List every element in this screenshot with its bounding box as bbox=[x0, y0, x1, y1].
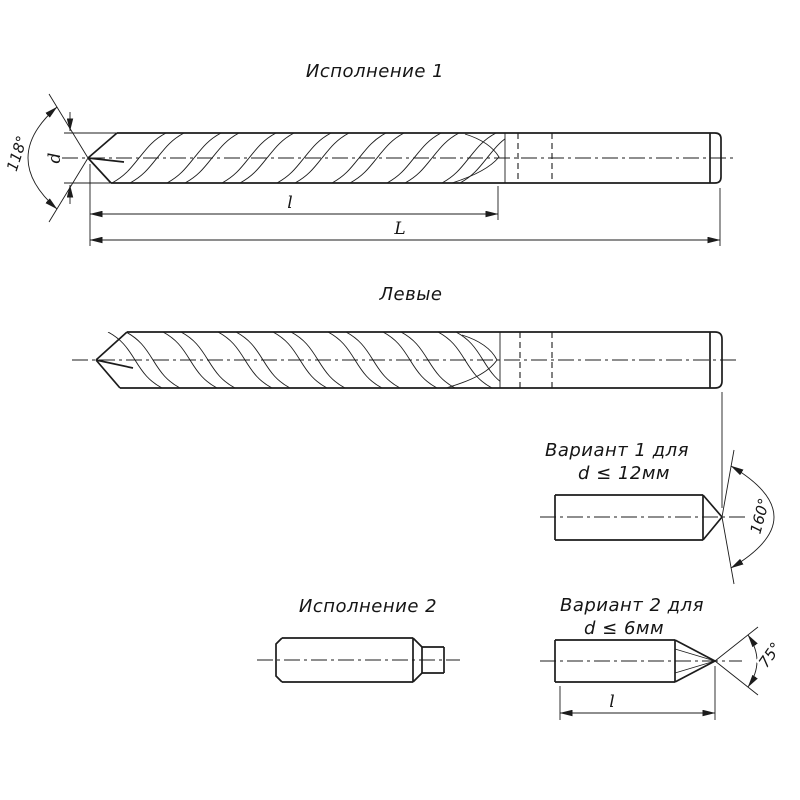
extension-line bbox=[64, 132, 117, 184]
angle-arc bbox=[27, 106, 58, 210]
label-point-angle: 118° bbox=[3, 133, 31, 173]
flute-curve bbox=[294, 133, 350, 183]
blank-step-chamfer bbox=[412, 637, 423, 683]
angle-arc bbox=[730, 465, 775, 569]
flute-curve bbox=[217, 332, 273, 388]
flute-length-dimension: l bbox=[89, 164, 499, 246]
label-variant2-angle: 75° bbox=[755, 639, 785, 671]
flute-curve bbox=[331, 133, 387, 183]
flute-curve bbox=[235, 332, 291, 388]
overall-length-dimension: L bbox=[89, 188, 721, 246]
subtitle-variant2: d ≤ 6мм bbox=[584, 618, 664, 639]
flute-curve bbox=[327, 332, 383, 388]
drill-left-hand-drawing bbox=[72, 331, 737, 508]
flute-curve bbox=[184, 133, 240, 183]
flute-curve bbox=[290, 332, 346, 388]
blank-neck bbox=[421, 646, 445, 674]
angle-leg bbox=[721, 449, 735, 585]
flute-curve bbox=[441, 133, 497, 183]
flute-curve bbox=[386, 133, 442, 183]
drill-tip bbox=[95, 331, 134, 389]
flute-curve bbox=[239, 133, 295, 183]
flute-curve bbox=[455, 332, 500, 382]
blank-body-outline bbox=[282, 637, 413, 683]
subtitle-variant1: d ≤ 12мм bbox=[578, 463, 670, 484]
point-body-outline bbox=[554, 639, 676, 683]
title-variant2: Вариант 2 для bbox=[560, 595, 704, 616]
label-flute-length: l bbox=[287, 193, 292, 213]
flute-curve bbox=[404, 133, 460, 183]
flute-curve bbox=[221, 133, 277, 183]
blank-left-chamfer bbox=[275, 637, 283, 683]
variant2-length-dimension: l bbox=[559, 666, 716, 720]
flute-curve bbox=[272, 332, 328, 388]
title-version1: Исполнение 1 bbox=[306, 61, 444, 82]
point-angle-dimension: 118° bbox=[1, 93, 89, 223]
flute-curve bbox=[349, 133, 405, 183]
point-facet-line bbox=[674, 648, 716, 674]
flute-curve bbox=[129, 133, 185, 183]
angle-arc bbox=[747, 634, 758, 688]
drill-version1-drawing bbox=[62, 132, 737, 184]
label-variant2-length: l bbox=[609, 692, 614, 712]
label-diameter: d bbox=[45, 152, 65, 163]
variant2-section: Вариант 2 для d ≤ 6мм 75° l bbox=[540, 595, 787, 720]
shank-body-outline bbox=[554, 494, 704, 541]
shank-cone bbox=[702, 494, 724, 541]
drill-tip bbox=[87, 132, 125, 184]
flute-curve bbox=[400, 332, 456, 388]
label-overall-length: L bbox=[393, 219, 405, 239]
angle-leg bbox=[714, 626, 759, 696]
flute-curve bbox=[345, 332, 401, 388]
flute-curve bbox=[125, 332, 181, 388]
diameter-dimension: d bbox=[45, 112, 117, 204]
title-left-hand: Левые bbox=[378, 284, 442, 305]
flute-curve bbox=[276, 133, 332, 183]
flute-curve bbox=[111, 133, 167, 183]
flute-curve bbox=[107, 332, 163, 388]
title-version2: Исполнение 2 bbox=[299, 596, 437, 617]
flute-curve bbox=[180, 332, 236, 388]
title-variant1: Вариант 1 для bbox=[545, 440, 689, 461]
end-cap bbox=[710, 331, 723, 389]
label-variant1-angle: 160° bbox=[747, 496, 774, 536]
flute-curves bbox=[107, 332, 500, 388]
flute-curves bbox=[111, 133, 505, 183]
flute-curve bbox=[162, 332, 218, 388]
end-cap bbox=[710, 132, 722, 184]
flute-curve bbox=[437, 332, 493, 388]
variant1-section: Вариант 1 для d ≤ 12мм 160° bbox=[540, 440, 776, 585]
flute-curve bbox=[166, 133, 222, 183]
flute-runout bbox=[451, 133, 500, 183]
flute-curve bbox=[382, 332, 438, 388]
blank-version2-drawing bbox=[257, 637, 460, 683]
flute-runout bbox=[445, 334, 498, 388]
